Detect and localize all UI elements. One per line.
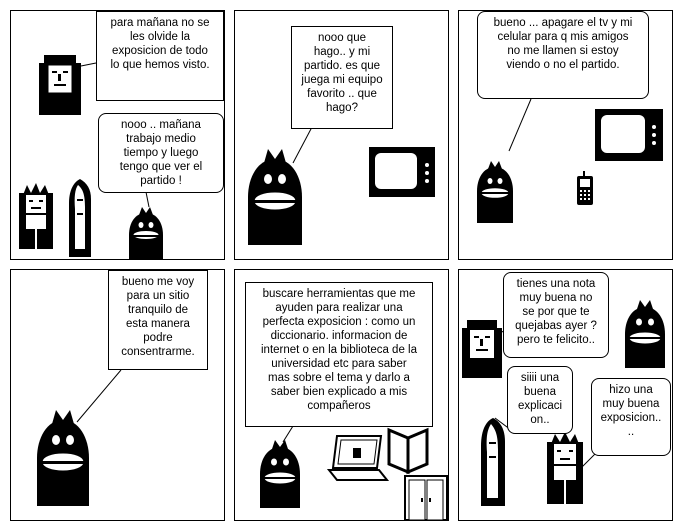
- student-speech-bubble: bueno ... apagare el tv y mi celular par…: [477, 11, 649, 99]
- tall-thin-student: [481, 418, 505, 506]
- teacher-character: [462, 320, 502, 378]
- comic-panel-2: nooo que hago.. y mi partido. es que jue…: [234, 10, 449, 260]
- open-book: [387, 427, 429, 475]
- crown-student: [129, 207, 163, 259]
- cell-phone: [577, 171, 593, 205]
- spiky-student-speech-bubble: hizo una muy buena exposicion.. ..: [591, 378, 671, 456]
- student-speech-bubble: nooo .. mañana trabajo medio tiempo y lu…: [98, 113, 224, 193]
- television: [595, 109, 663, 161]
- crown-student: [37, 410, 89, 506]
- crown-student: [260, 440, 300, 508]
- comic-panel-3: bueno ... apagare el tv y mi celular par…: [458, 10, 673, 260]
- television: [369, 147, 435, 197]
- crown-student: [625, 300, 665, 368]
- teacher-speech-bubble: tienes una nota muy buena no se por que …: [503, 272, 609, 358]
- tall-student-speech-bubble: siiii una buena explicaci on..: [507, 366, 573, 434]
- crown-student: [477, 161, 513, 223]
- comic-panel-6: tienes una nota muy buena no se por que …: [458, 269, 673, 521]
- laptop: [326, 435, 390, 481]
- student-speech-bubble: buscare herramientas que me ayuden para …: [245, 282, 433, 427]
- tall-thin-student: [69, 179, 91, 257]
- teacher-speech-bubble: para mañana no se les olvide la exposici…: [96, 11, 224, 101]
- comic-panel-4: bueno me voy para un sitio tranquilo de …: [10, 269, 225, 521]
- comic-panel-5: buscare herramientas que me ayuden para …: [234, 269, 449, 521]
- crown-student: [248, 149, 302, 245]
- comic-panel-1: para mañana no se les olvide la exposici…: [10, 10, 225, 260]
- student-speech-bubble: bueno me voy para un sitio tranquilo de …: [108, 270, 208, 370]
- bookshelf-cabinet: [404, 475, 448, 520]
- spiky-hair-student: [547, 432, 583, 504]
- spiky-hair-student: [19, 183, 53, 249]
- teacher-character: [39, 55, 81, 115]
- student-speech-bubble: nooo que hago.. y mi partido. es que jue…: [291, 26, 393, 129]
